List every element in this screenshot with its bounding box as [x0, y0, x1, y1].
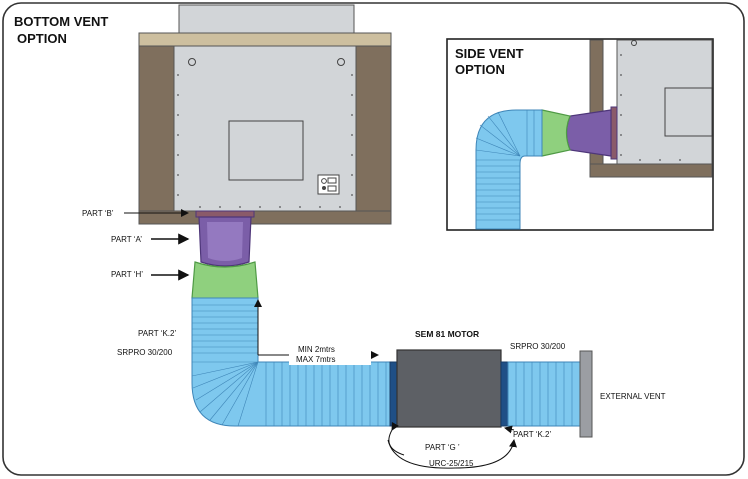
arrow-right-icon [504, 425, 515, 434]
part-h-connector [191, 261, 259, 304]
counter-top [138, 32, 392, 47]
external-vent [579, 350, 593, 438]
motor-label: SEM 81 MOTOR [415, 329, 479, 339]
unit-panel [228, 120, 304, 181]
rivets [177, 74, 353, 208]
sem81-motor [396, 349, 502, 428]
part-k2-right-label: PART ‘K.2’ [513, 430, 551, 439]
inset-title: SIDE VENT OPTION [455, 46, 527, 77]
srpro-left-label: SRPRO 30/200 [117, 348, 173, 357]
flexible-duct-right [507, 361, 581, 427]
max-length-label: MAX 7mtrs [296, 355, 336, 364]
urc-curve [387, 439, 517, 469]
external-vent-label: EXTERNAL VENT [600, 392, 666, 401]
screw-hole [337, 58, 345, 66]
main-title: BOTTOM VENT OPTION [14, 14, 112, 46]
min-length-label: MIN 2mtrs [298, 345, 335, 354]
part-b-label: PART ‘B’ [82, 209, 114, 218]
srpro-right-label: SRPRO 30/200 [510, 342, 566, 351]
chimney [178, 4, 355, 34]
part-g-label: PART ‘G ’ [425, 443, 460, 452]
side-vent-inset: SIDE VENT OPTION [446, 38, 714, 231]
cabinet-right-wall [355, 45, 392, 225]
part-a-label: PART ‘A’ [111, 235, 142, 244]
part-b-flange [195, 210, 255, 218]
part-g-clamp-right [500, 361, 509, 427]
switch-icon [317, 174, 340, 195]
part-g-clamp-left [389, 361, 398, 427]
screw-hole [188, 58, 196, 66]
cabinet-left-wall [138, 45, 175, 225]
urc-label: URC-25/215 [429, 459, 474, 468]
part-h-label: PART ‘H’ [111, 270, 143, 279]
part-k2-left-label: PART ‘K.2’ [138, 329, 176, 338]
